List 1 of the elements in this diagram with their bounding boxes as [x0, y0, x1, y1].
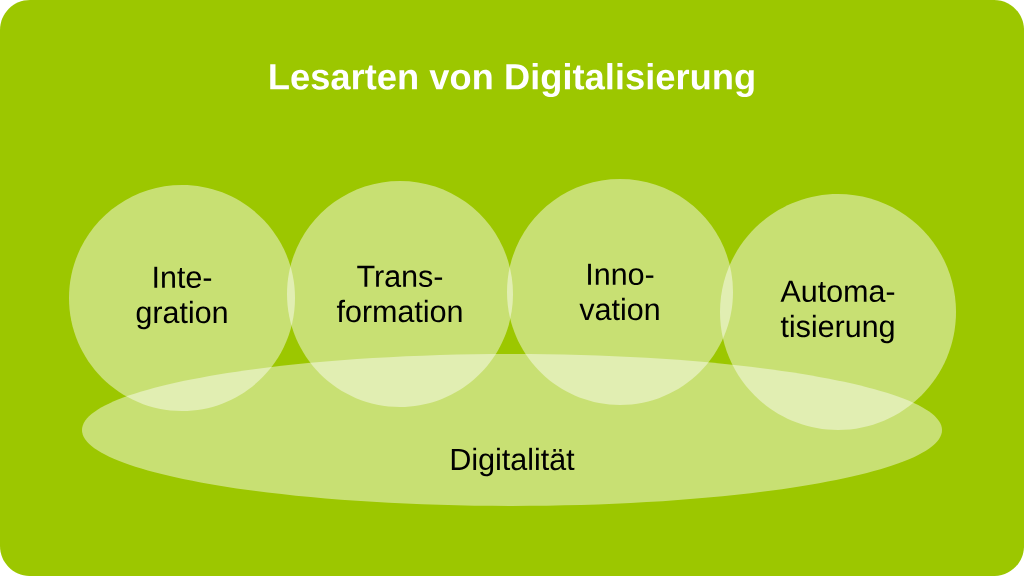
title: Lesarten von Digitalisierung	[270, 63, 754, 97]
